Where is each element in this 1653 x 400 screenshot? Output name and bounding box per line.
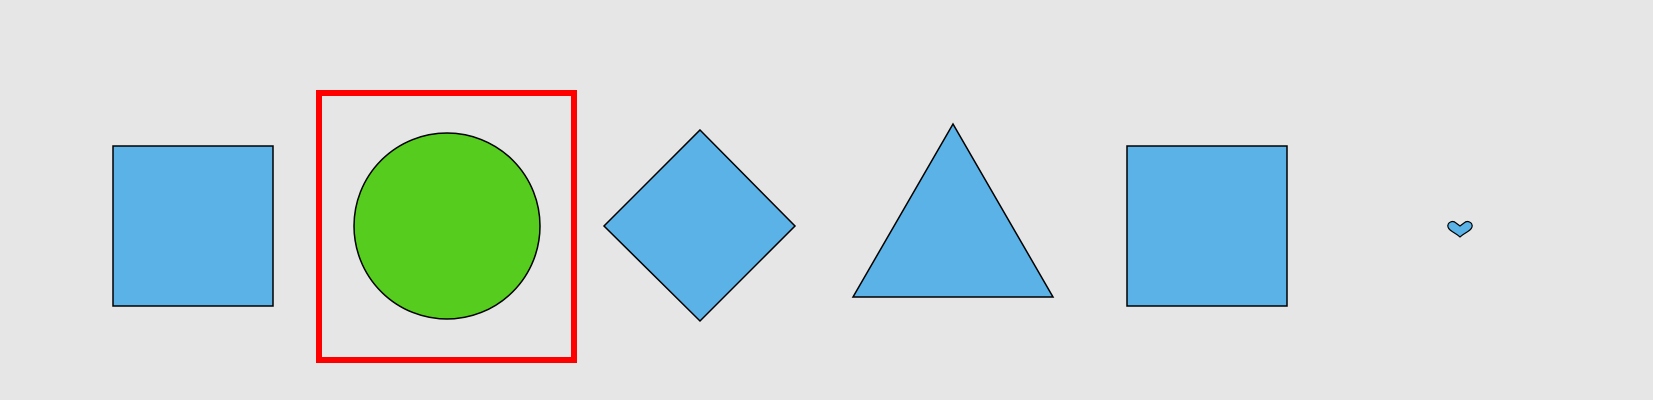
square-shape-1[interactable] [112, 145, 274, 307]
selection-highlight-box [316, 90, 577, 363]
circle-shape[interactable] [353, 132, 541, 320]
heart-shape[interactable] [1447, 221, 1473, 238]
square-shape-2[interactable] [1126, 145, 1288, 307]
triangle-shape[interactable] [851, 122, 1055, 298]
diamond-shape[interactable] [602, 128, 797, 323]
